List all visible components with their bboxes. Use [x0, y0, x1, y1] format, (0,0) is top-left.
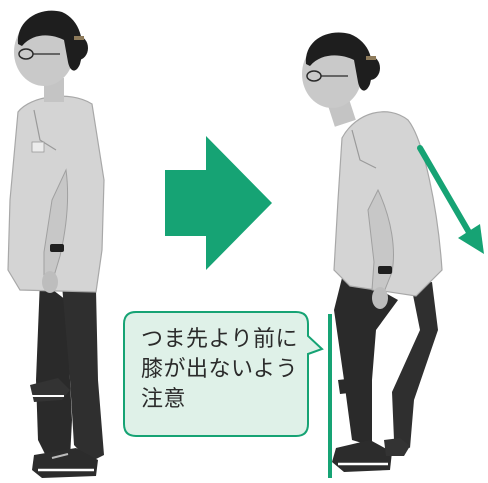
squatting-person: [302, 32, 443, 472]
diagonal-arrow-icon: [417, 145, 484, 254]
right-arrow-icon: [165, 136, 272, 270]
callout-line-3: 注意: [141, 387, 187, 412]
standing-person: [7, 10, 105, 478]
callout-bubble: [123, 311, 324, 437]
callout-text: つま先より前に 膝が出ないよう 注意: [141, 325, 316, 415]
callout-line-2: 膝が出ないよう: [141, 357, 299, 382]
callout-line-1: つま先より前に: [141, 327, 299, 352]
